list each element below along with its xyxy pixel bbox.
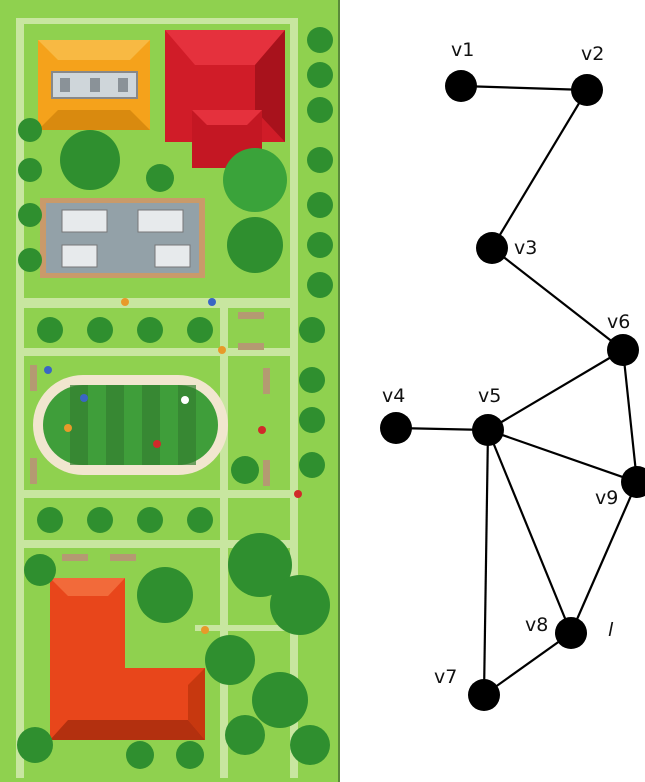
park-map-illustration — [0, 0, 340, 782]
node-v9 — [621, 466, 645, 498]
graph-node-labels: v1 v2 v3 v6 v4 v5 v9 v8 v7 — [382, 39, 630, 688]
node-v3 — [476, 232, 508, 264]
graph-edges — [396, 86, 637, 695]
edge-v1-v2 — [461, 86, 587, 90]
node-label-v9: v9 — [595, 487, 618, 509]
node-v7 — [468, 679, 500, 711]
node-label-v5: v5 — [478, 385, 501, 407]
node-v6 — [607, 334, 639, 366]
edge-v5-v9 — [488, 430, 637, 482]
node-label-v3: v3 — [514, 237, 537, 259]
node-label-v4: v4 — [382, 385, 405, 407]
edge-v6-v5 — [488, 350, 623, 430]
graph-nodes — [380, 70, 645, 711]
edge-v8-v7 — [484, 633, 571, 695]
node-label-v1: v1 — [451, 39, 474, 61]
graph-diagram: v1 v2 v3 v6 v4 v5 v9 v8 v7 l — [340, 0, 645, 782]
sports-field — [33, 375, 228, 475]
edge-v6-v9 — [623, 350, 637, 482]
node-v4 — [380, 412, 412, 444]
orange-house — [38, 40, 150, 130]
node-label-v2: v2 — [581, 43, 604, 65]
edge-v5-v7 — [484, 430, 488, 695]
node-v2 — [571, 74, 603, 106]
node-v1 — [445, 70, 477, 102]
grey-courtyard — [40, 198, 205, 278]
node-label-v7: v7 — [434, 666, 457, 688]
node-v8 — [555, 617, 587, 649]
edge-v5-v8 — [488, 430, 571, 633]
node-label-v8: v8 — [525, 614, 548, 636]
edge-v3-v6 — [492, 248, 623, 350]
node-v5 — [472, 414, 504, 446]
edge-label: l — [608, 619, 614, 641]
node-label-v6: v6 — [607, 311, 630, 333]
edge-v2-v3 — [492, 90, 587, 248]
